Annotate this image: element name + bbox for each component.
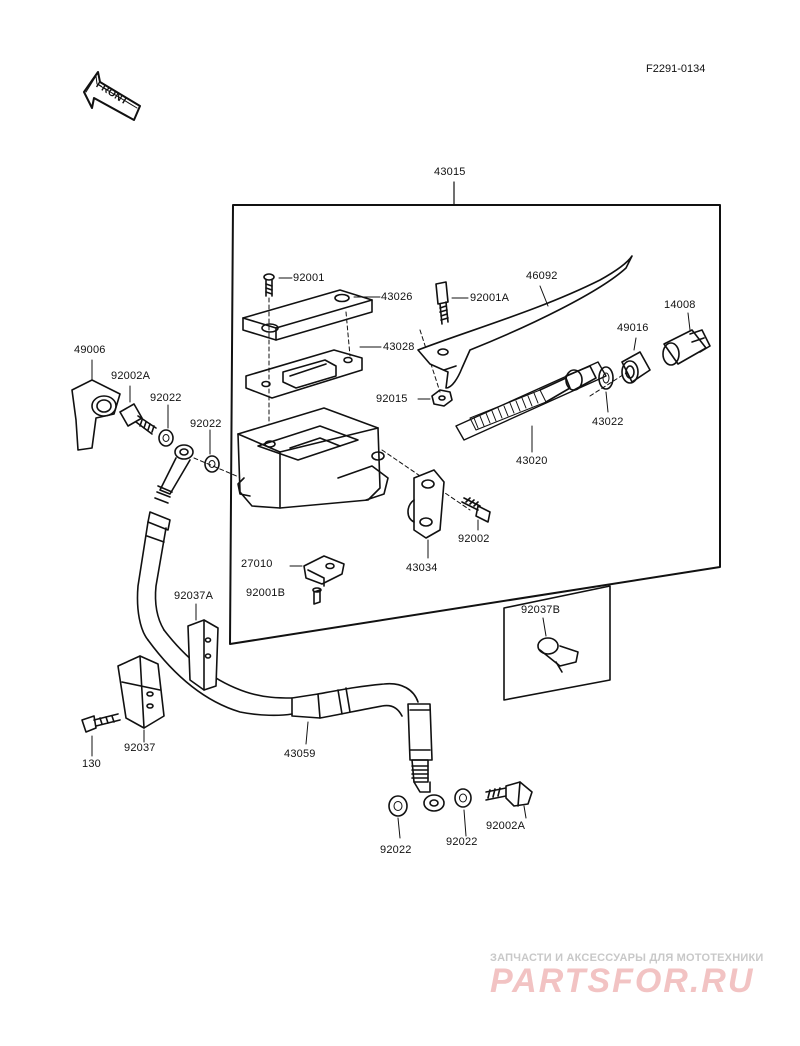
bracket-92037a <box>187 619 219 691</box>
label-43059: 43059 <box>284 748 316 760</box>
label-27010: 27010 <box>241 558 273 570</box>
piston-43020 <box>469 365 597 431</box>
boot-49016 <box>621 351 651 384</box>
diaphragm-43028 <box>245 349 363 399</box>
label-92015: 92015 <box>376 393 408 405</box>
washer-92022-c <box>388 795 408 817</box>
bolt-130 <box>81 713 121 733</box>
banjo-bolt-92002a-bottom <box>485 781 533 807</box>
label-92037: 92037 <box>124 742 156 754</box>
label-130: 130 <box>82 758 101 770</box>
bolt-92002 <box>461 497 491 523</box>
label-46092: 46092 <box>526 270 558 282</box>
label-92002a-bottom: 92002A <box>486 820 526 832</box>
label-92022-d: 92022 <box>446 836 478 848</box>
label-92001: 92001 <box>293 272 325 284</box>
brake-lever-46092 <box>417 255 633 389</box>
label-49006: 49006 <box>74 344 106 356</box>
clamp-43034 <box>407 469 445 539</box>
label-92022-c: 92022 <box>380 844 412 856</box>
washer-92022-a <box>158 429 174 447</box>
switch-27010 <box>303 555 345 587</box>
label-92001a: 92001A <box>470 292 510 304</box>
watermark-logo: PARTSFOR.RU <box>490 962 755 1000</box>
screw-92001 <box>263 273 275 297</box>
label-43020: 43020 <box>516 455 548 467</box>
bracket-92037 <box>117 655 165 729</box>
label-92022-a: 92022 <box>150 392 182 404</box>
bolt-92001a <box>435 281 449 325</box>
washer-43022 <box>598 366 614 390</box>
front-arrow-icon <box>83 71 141 121</box>
label-92002: 92002 <box>458 533 490 545</box>
connector-14008 <box>662 329 711 366</box>
hose-elbow-cover-49006 <box>71 379 121 451</box>
banjo-bolt-92002a-top <box>119 403 157 435</box>
label-43028: 43028 <box>383 341 415 353</box>
diagram-code: F2291-0134 <box>646 63 706 75</box>
label-43026: 43026 <box>381 291 413 303</box>
label-92001b: 92001B <box>246 587 286 599</box>
washer-92022-b <box>204 455 220 473</box>
label-49016: 49016 <box>617 322 649 334</box>
watermark-tagline: ЗАПЧАСТИ И АКСЕССУАРЫ ДЛЯ МОТОТЕХНИКИ <box>490 952 764 964</box>
label-92022-b: 92022 <box>190 418 222 430</box>
nut-92015 <box>431 389 453 407</box>
reservoir-cap <box>242 289 373 341</box>
washer-92022-d <box>454 788 472 808</box>
clamp-92037b <box>537 637 579 673</box>
box-92037b <box>503 585 611 701</box>
label-43022: 43022 <box>592 416 624 428</box>
assembly-box-43015 <box>229 204 721 645</box>
screw-92001b <box>312 587 322 605</box>
label-43015: 43015 <box>434 166 466 178</box>
master-cylinder-body <box>237 407 389 509</box>
brake-hose-43059 <box>136 444 445 812</box>
label-92037a: 92037A <box>174 590 214 602</box>
label-92037b: 92037B <box>521 604 561 616</box>
label-43034: 43034 <box>406 562 438 574</box>
piston-kit-box-43020 <box>455 361 607 441</box>
label-92002a-top: 92002A <box>111 370 151 382</box>
label-14008: 14008 <box>664 299 696 311</box>
